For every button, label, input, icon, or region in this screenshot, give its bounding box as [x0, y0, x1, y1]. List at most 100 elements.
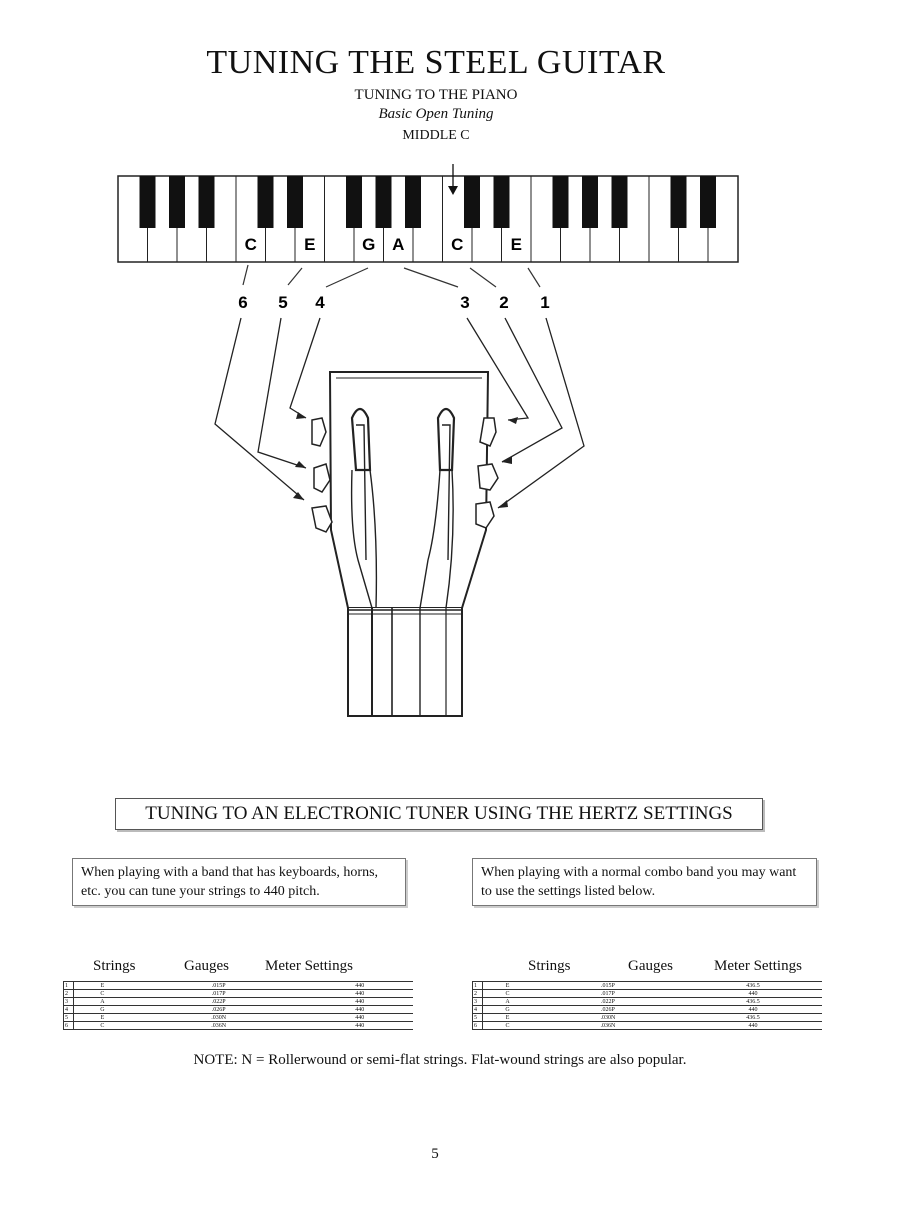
note-cell: E [73, 1013, 131, 1022]
keyboard-outline [117, 175, 739, 263]
black-key [493, 176, 510, 228]
gauge-cell: .036N [130, 1021, 307, 1030]
meter-cell: 440 [683, 989, 822, 998]
black-key [375, 176, 392, 228]
left-header-gauges: Gauges [184, 958, 229, 974]
black-key [257, 176, 274, 228]
black-key [611, 176, 628, 228]
gauge-cell: .015P [130, 981, 307, 990]
note-cell: C [73, 1021, 131, 1030]
note-cell: A [482, 997, 533, 1006]
gauge-cell: .017P [130, 989, 307, 998]
note-combo-band: When playing with a normal combo band yo… [472, 858, 817, 906]
right-header-meter: Meter Settings [714, 958, 802, 974]
note-cell: G [482, 1005, 533, 1014]
note-cell: E [73, 981, 131, 990]
meter-cell: 440 [683, 1005, 822, 1014]
left-header-strings: Strings [93, 958, 136, 974]
key-label: E [304, 235, 315, 254]
black-key [464, 176, 480, 228]
gauge-cell: .030N [130, 1013, 307, 1022]
right-header-gauges: Gauges [628, 958, 673, 974]
black-key [169, 176, 185, 228]
left-header-meter: Meter Settings [265, 958, 353, 974]
meter-cell: 440 [306, 989, 413, 998]
meter-cell: 440 [306, 997, 413, 1006]
hertz-settings-heading: TUNING TO AN ELECTRONIC TUNER USING THE … [115, 798, 763, 830]
page-number: 5 [431, 1146, 439, 1162]
meter-cell: 440 [306, 1013, 413, 1022]
tuning-pegs [311, 417, 499, 533]
gauge-cell: .036N [532, 1021, 684, 1030]
guitar-headstock [311, 371, 499, 717]
string-number-cell: 1 [472, 981, 483, 990]
string-number: 1 [540, 293, 549, 312]
string-number: 5 [278, 293, 287, 312]
page-subtitle: TUNING TO THE PIANO [354, 87, 518, 103]
middle-c-label: MIDDLE C [402, 128, 470, 143]
black-key [700, 176, 716, 228]
string-number-cell: 5 [63, 1013, 74, 1022]
black-key [346, 176, 362, 228]
string-number-cell: 5 [472, 1013, 483, 1022]
meter-cell: 436.5 [683, 981, 822, 990]
string-number: 6 [238, 293, 247, 312]
arrow-heads [293, 412, 518, 508]
black-key [198, 176, 215, 228]
string-number-cell: 2 [63, 989, 74, 998]
key-label: C [451, 235, 463, 254]
string-number-cell: 2 [472, 989, 483, 998]
right-header-strings: Strings [528, 958, 571, 974]
key-label: G [362, 235, 375, 254]
meter-cell: 436.5 [683, 997, 822, 1006]
black-key [552, 176, 569, 228]
gauge-cell: .017P [532, 989, 684, 998]
note-cell: G [73, 1005, 131, 1014]
tuning-name: Basic Open Tuning [378, 106, 494, 122]
key-to-number-lines [242, 264, 541, 288]
gauge-cell: .022P [532, 997, 684, 1006]
note-cell: E [482, 1013, 533, 1022]
string-number: 4 [315, 293, 325, 312]
string-number-cell: 1 [63, 981, 74, 990]
string-type-note: NOTE: N = Rollerwound or semi-flat strin… [193, 1052, 687, 1068]
note-440-pitch: When playing with a band that has keyboa… [72, 858, 406, 906]
black-key [405, 176, 421, 228]
meter-cell: 440 [306, 1021, 413, 1030]
string-number: 3 [460, 293, 469, 312]
string-number-cell: 6 [472, 1021, 483, 1030]
key-label: C [245, 235, 257, 254]
string-number-cell: 6 [63, 1021, 74, 1030]
meter-cell: 440 [306, 981, 413, 990]
middle-c-arrow [448, 164, 458, 195]
gauge-cell: .026P [532, 1005, 684, 1014]
black-key [287, 176, 303, 228]
string-number: 2 [499, 293, 508, 312]
note-cell: C [482, 1021, 533, 1030]
note-cell: E [482, 981, 533, 990]
gauge-cell: .015P [532, 981, 684, 990]
note-cell: A [73, 997, 131, 1006]
gauge-cell: .030N [532, 1013, 684, 1022]
gauge-cell: .026P [130, 1005, 307, 1014]
note-cell: C [482, 989, 533, 998]
string-number-cell: 3 [472, 997, 483, 1006]
black-key [582, 176, 598, 228]
string-number-cell: 4 [63, 1005, 74, 1014]
string-number-cell: 4 [472, 1005, 483, 1014]
black-key [139, 176, 156, 228]
note-cell: C [73, 989, 131, 998]
